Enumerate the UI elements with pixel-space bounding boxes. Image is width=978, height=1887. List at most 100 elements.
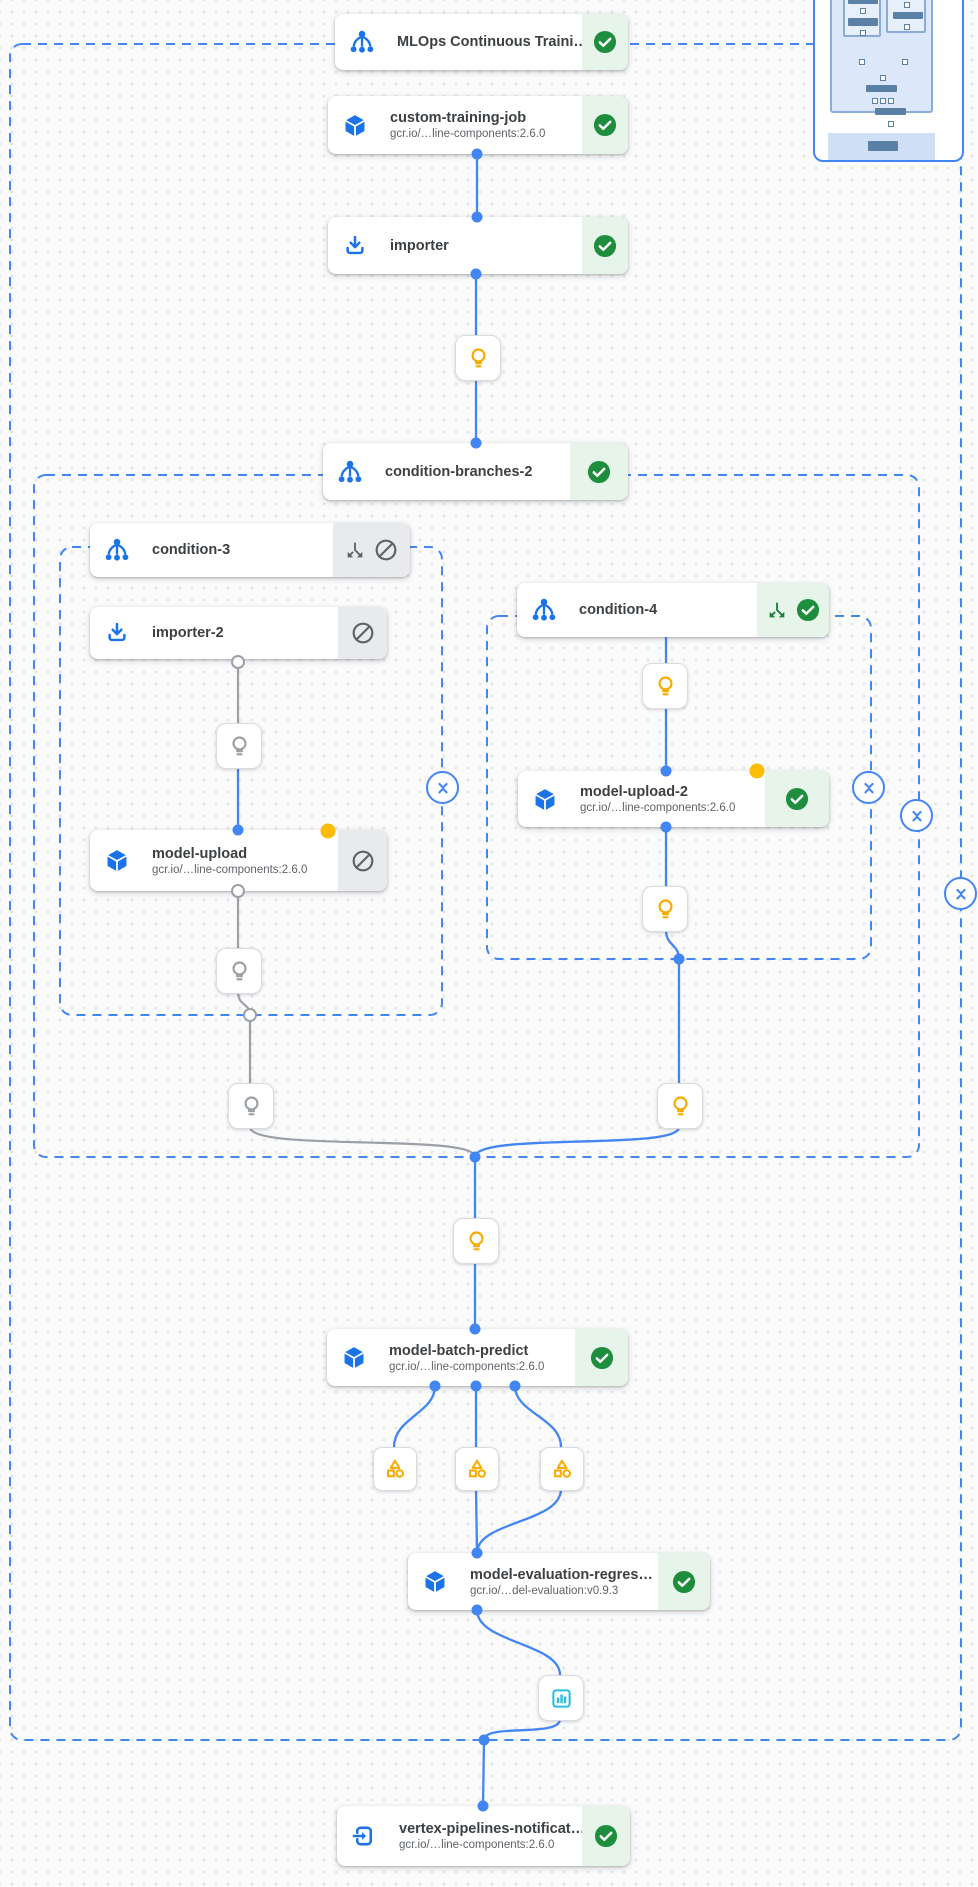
- node-title: MLOps Continuous Traini…: [397, 34, 582, 50]
- cube-icon: [341, 112, 369, 139]
- dag-icon: [348, 28, 376, 56]
- parameter-node-skipped[interactable]: [216, 948, 262, 994]
- dag-icon: [336, 458, 364, 486]
- download-icon: [341, 233, 369, 259]
- node-condition-4[interactable]: condition-4: [517, 583, 829, 637]
- unfold-less-icon: [431, 776, 455, 800]
- node-subtitle: gcr.io/…line-components:2.6.0: [390, 128, 546, 140]
- status-succeeded: [765, 771, 829, 827]
- node-subtitle: gcr.io/…line-components:2.6.0: [399, 1839, 555, 1851]
- collapse-group-button[interactable]: [426, 771, 459, 804]
- node-subtitle: gcr.io/…line-components:2.6.0: [580, 802, 736, 814]
- status-branch-succeeded: [757, 583, 829, 637]
- node-title: custom-training-job: [390, 110, 527, 126]
- node-model-batch-predict[interactable]: model-batch-predict gcr.io/…line-compone…: [327, 1329, 628, 1386]
- check-circle-icon: [592, 112, 618, 138]
- status-succeeded: [570, 443, 628, 500]
- node-title: model-upload-2: [580, 784, 688, 800]
- status-succeeded: [582, 14, 628, 70]
- artifact-node[interactable]: [455, 1447, 499, 1491]
- cube-icon: [421, 1568, 449, 1595]
- node-subtitle: gcr.io/…del-evaluation:v0.9.3: [470, 1584, 619, 1597]
- check-circle-icon: [671, 1569, 697, 1595]
- split-arrows-icon: [344, 539, 366, 561]
- cube-icon: [340, 1344, 368, 1371]
- artifact-node[interactable]: [540, 1447, 584, 1491]
- node-model-evaluation-regression[interactable]: model-evaluation-regres… gcr.io/…del-eva…: [408, 1553, 710, 1610]
- minimap-group-right: [886, 0, 926, 33]
- node-importer-2[interactable]: importer-2: [90, 607, 387, 659]
- collapse-group-button[interactable]: [944, 877, 977, 910]
- artifact-shapes-icon: [382, 1456, 408, 1482]
- lightbulb-icon: [652, 673, 679, 700]
- dag-icon: [530, 596, 558, 624]
- parameter-node-skipped[interactable]: [216, 723, 262, 769]
- node-subtitle: gcr.io/…line-components:2.6.0: [152, 863, 308, 876]
- node-title: condition-4: [579, 602, 658, 618]
- unfold-less-icon: [857, 776, 881, 800]
- check-circle-icon: [592, 29, 618, 55]
- artifact-node[interactable]: [373, 1447, 417, 1491]
- node-title: model-upload: [152, 845, 248, 862]
- node-condition-branches-2[interactable]: condition-branches-2: [323, 443, 628, 500]
- node-title: condition-branches-2: [385, 463, 533, 480]
- minimap-graph-panel: [830, 0, 933, 127]
- artifact-shapes-icon: [464, 1456, 490, 1482]
- lightbulb-icon: [652, 896, 679, 923]
- lightbulb-icon: [238, 1093, 265, 1120]
- node-title: model-evaluation-regres…: [470, 1566, 653, 1583]
- node-custom-training-job[interactable]: custom-training-job gcr.io/…line-compone…: [328, 96, 628, 154]
- check-circle-icon: [589, 1345, 615, 1371]
- metrics-chart-icon: [549, 1686, 574, 1711]
- cube-icon: [103, 847, 131, 874]
- status-succeeded: [582, 96, 628, 154]
- parameter-node[interactable]: [455, 335, 501, 381]
- parameter-node-skipped[interactable]: [228, 1083, 274, 1129]
- artifact-shapes-icon: [549, 1456, 575, 1482]
- block-icon: [350, 620, 376, 646]
- dag-icon: [103, 536, 131, 564]
- block-icon: [373, 537, 399, 563]
- collapse-group-button[interactable]: [900, 799, 933, 832]
- check-circle-icon: [592, 233, 618, 259]
- node-title: model-batch-predict: [389, 1342, 529, 1359]
- minimap-viewport[interactable]: [828, 133, 935, 160]
- status-succeeded: [575, 1329, 628, 1386]
- download-icon: [103, 620, 131, 646]
- node-model-upload-2[interactable]: model-upload-2 gcr.io/…line-components:2…: [518, 771, 829, 827]
- status-succeeded: [582, 1806, 630, 1866]
- status-succeeded: [582, 217, 628, 274]
- node-importer[interactable]: importer: [328, 217, 628, 274]
- node-title: importer: [390, 237, 449, 254]
- collapse-group-button[interactable]: [852, 771, 885, 804]
- metrics-artifact-node[interactable]: [538, 1675, 584, 1721]
- cube-icon: [531, 786, 559, 813]
- unfold-less-icon: [905, 804, 929, 828]
- exit-to-app-icon: [350, 1822, 378, 1850]
- lightbulb-icon: [463, 1228, 490, 1255]
- status-succeeded: [658, 1553, 710, 1610]
- node-title: importer-2: [152, 625, 224, 641]
- minimap[interactable]: [813, 0, 964, 162]
- node-vertex-pipelines-notification[interactable]: vertex-pipelines-notificat… gcr.io/…line…: [337, 1806, 630, 1866]
- parameter-node[interactable]: [453, 1218, 499, 1264]
- node-condition-3[interactable]: condition-3: [90, 523, 410, 577]
- parameter-node[interactable]: [657, 1083, 703, 1129]
- node-model-upload[interactable]: model-upload gcr.io/…line-components:2.6…: [90, 830, 387, 891]
- parameter-node[interactable]: [642, 663, 688, 709]
- check-circle-icon: [795, 597, 821, 623]
- check-circle-icon: [593, 1823, 619, 1849]
- node-mlops-continuous-training[interactable]: MLOps Continuous Traini…: [335, 14, 628, 70]
- minimap-group-left: [843, 0, 881, 37]
- node-title: condition-3: [152, 542, 231, 558]
- lightbulb-icon: [226, 958, 253, 985]
- node-title: vertex-pipelines-notificat…: [399, 1821, 582, 1837]
- parameter-node[interactable]: [642, 886, 688, 932]
- lightbulb-icon: [667, 1093, 694, 1120]
- edges-skipped-gray: [236, 662, 477, 1158]
- split-arrows-icon: [766, 599, 788, 621]
- lightbulb-icon: [226, 733, 253, 760]
- status-skipped: [338, 830, 387, 891]
- block-icon: [350, 848, 376, 874]
